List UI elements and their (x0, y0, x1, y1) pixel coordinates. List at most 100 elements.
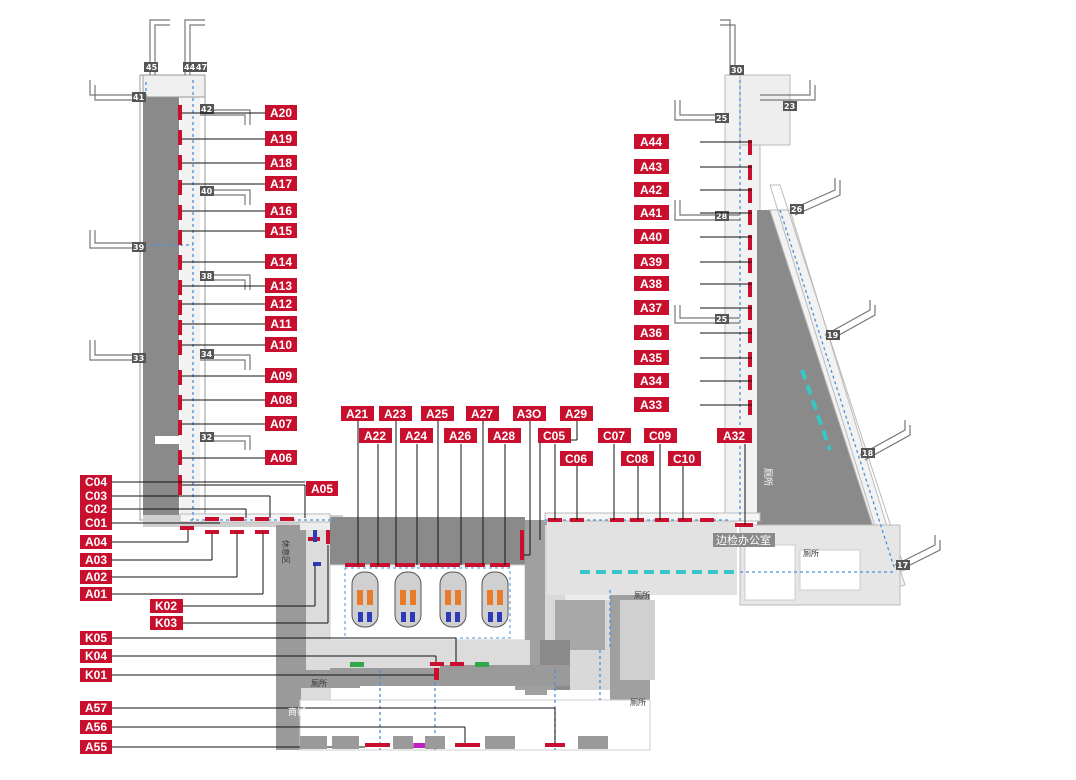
svg-text:K01: K01 (85, 668, 107, 682)
gate-label-a18[interactable]: A18 (265, 155, 297, 170)
gate-label-a42[interactable]: A42 (634, 182, 669, 197)
gate-label-c10[interactable]: C10 (668, 451, 701, 466)
gate-label-a02[interactable]: A02 (80, 570, 112, 584)
gate-label-a12[interactable]: A12 (265, 296, 297, 311)
bridge-tag-23: 23 (783, 101, 797, 111)
gate-label-a44[interactable]: A44 (634, 134, 669, 149)
gate-label-a29[interactable]: A29 (560, 406, 593, 421)
gate-label-k05[interactable]: K05 (80, 631, 112, 645)
gate-label-a38[interactable]: A38 (634, 276, 669, 291)
svg-text:C03: C03 (85, 489, 107, 503)
svg-text:A44: A44 (640, 135, 662, 149)
gate-label-a23[interactable]: A23 (379, 406, 412, 421)
svg-text:C01: C01 (85, 516, 107, 530)
gate-label-k01[interactable]: K01 (80, 668, 112, 682)
gate-label-a19[interactable]: A19 (265, 131, 297, 146)
gate-label-a15[interactable]: A15 (265, 223, 297, 238)
gate-label-a16[interactable]: A16 (265, 203, 297, 218)
bridge-tag-18: 18 (861, 448, 875, 458)
gate-label-a03[interactable]: A03 (80, 553, 112, 567)
svg-text:A06: A06 (270, 451, 292, 465)
gate-label-a07[interactable]: A07 (265, 416, 297, 431)
gate-label-a20[interactable]: A20 (265, 105, 297, 120)
svg-text:K03: K03 (155, 616, 177, 630)
gate-label-a24[interactable]: A24 (400, 428, 433, 443)
gate-label-a01[interactable]: A01 (80, 587, 112, 601)
gate-label-a28[interactable]: A28 (488, 428, 521, 443)
gate-label-a17[interactable]: A17 (265, 176, 297, 191)
svg-text:C07: C07 (603, 429, 625, 443)
gate-label-a43[interactable]: A43 (634, 159, 669, 174)
gate-label-a37[interactable]: A37 (634, 300, 669, 315)
gate-label-c05[interactable]: C05 (538, 428, 571, 443)
svg-text:30: 30 (731, 66, 743, 75)
bridge-tag-28: 28 (715, 211, 729, 221)
boarding-pod-icon (439, 571, 467, 628)
bridge-tag-45: 45 (144, 62, 158, 72)
svg-text:C08: C08 (626, 452, 648, 466)
shop-blocks (300, 736, 608, 749)
gate-label-a39[interactable]: A39 (634, 254, 669, 269)
gate-label-a10[interactable]: A10 (265, 337, 297, 352)
gate-label-a36[interactable]: A36 (634, 325, 669, 340)
gate-label-a57[interactable]: A57 (80, 701, 112, 715)
svg-text:42: 42 (201, 105, 212, 114)
gate-label-a05[interactable]: A05 (306, 481, 338, 496)
gate-label-a27[interactable]: A27 (466, 406, 499, 421)
svg-text:A25: A25 (426, 407, 448, 421)
svg-text:A23: A23 (384, 407, 406, 421)
gate-label-c01[interactable]: C01 (80, 516, 112, 530)
gate-label-a41[interactable]: A41 (634, 205, 669, 220)
svg-text:K05: K05 (85, 631, 107, 645)
gate-label-c06[interactable]: C06 (560, 451, 593, 466)
gate-label-a33[interactable]: A33 (634, 397, 669, 412)
gate-label-a40[interactable]: A40 (634, 229, 669, 244)
svg-text:A07: A07 (270, 417, 292, 431)
gate-label-a34[interactable]: A34 (634, 373, 669, 388)
gate-label-a56[interactable]: A56 (80, 720, 112, 734)
svg-text:A26: A26 (449, 429, 471, 443)
svg-text:K04: K04 (85, 649, 107, 663)
gate-label-a11[interactable]: A11 (265, 316, 297, 331)
green-marker (350, 662, 364, 667)
restroom-label: 厕所 (803, 548, 819, 558)
svg-text:A32: A32 (723, 429, 745, 443)
gate-label-c04[interactable]: C04 (80, 475, 112, 489)
gate-label-a22[interactable]: A22 (359, 428, 392, 443)
gate-label-c08[interactable]: C08 (621, 451, 654, 466)
gate-label-a26[interactable]: A26 (444, 428, 477, 443)
gate-label-a32[interactable]: A32 (717, 428, 752, 443)
gate-label-k03[interactable]: K03 (150, 616, 183, 630)
svg-text:45: 45 (146, 63, 158, 72)
svg-text:C06: C06 (565, 452, 587, 466)
gate-label-a25[interactable]: A25 (421, 406, 454, 421)
gate-label-a08[interactable]: A08 (265, 392, 297, 407)
svg-text:边检办公室: 边检办公室 (716, 533, 771, 547)
svg-text:A24: A24 (405, 429, 427, 443)
svg-text:A18: A18 (270, 156, 292, 170)
gate-label-a21[interactable]: A21 (341, 406, 374, 421)
svg-text:41: 41 (133, 93, 145, 102)
green-marker (475, 662, 489, 667)
gate-label-a06[interactable]: A06 (265, 450, 297, 465)
gate-label-c09[interactable]: C09 (644, 428, 677, 443)
gate-label-c02[interactable]: C02 (80, 502, 112, 516)
svg-text:A03: A03 (85, 553, 107, 567)
gate-label-c07[interactable]: C07 (598, 428, 631, 443)
gate-label-k02[interactable]: K02 (150, 599, 183, 613)
gate-label-a04[interactable]: A04 (80, 535, 112, 549)
svg-text:A55: A55 (85, 740, 107, 754)
gate-label-a14[interactable]: A14 (265, 254, 297, 269)
gate-label-c03[interactable]: C03 (80, 489, 112, 503)
svg-text:A28: A28 (493, 429, 515, 443)
svg-text:25: 25 (716, 315, 728, 324)
gate-label-a13[interactable]: A13 (265, 278, 297, 293)
border-office-label[interactable]: 边检办公室 (713, 533, 775, 547)
gate-label-a09[interactable]: A09 (265, 368, 297, 383)
gate-label-k04[interactable]: K04 (80, 649, 112, 663)
gate-label-a35[interactable]: A35 (634, 350, 669, 365)
gate-label-a55[interactable]: A55 (80, 740, 112, 754)
shop-label: 商铺 (288, 706, 306, 718)
svg-text:A02: A02 (85, 570, 107, 584)
gate-label-a30[interactable]: A3O (513, 406, 546, 421)
